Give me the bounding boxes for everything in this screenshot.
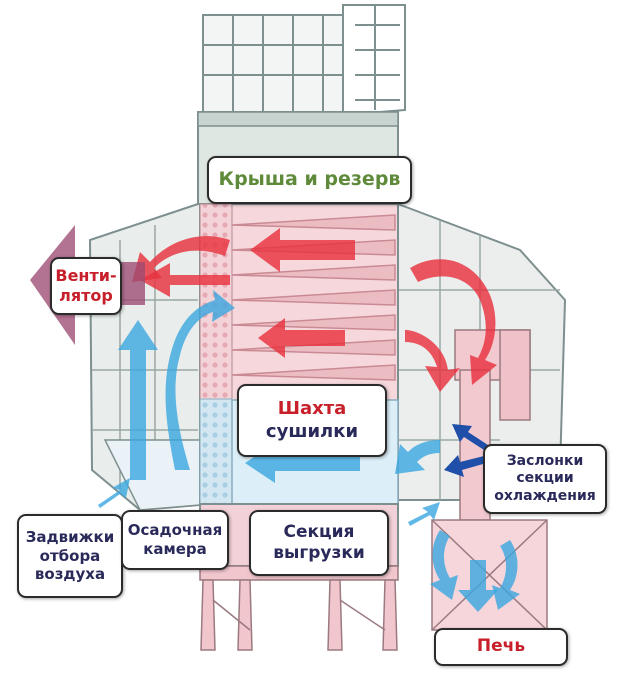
- roof-label-text: Крыша и резерв: [218, 168, 401, 191]
- support-legs: [199, 565, 399, 651]
- unloading-label-line2: выгрузки: [273, 543, 365, 563]
- shaft-label-line1: Шахта: [277, 398, 347, 419]
- dampers-label-line3: охлаждения: [494, 487, 596, 504]
- furnace-label: Печь: [434, 628, 568, 666]
- furnace-unit: [431, 329, 548, 631]
- gates-label: Задвижки отбора воздуха: [17, 514, 123, 598]
- dampers-label-line2: секции: [516, 470, 574, 487]
- settling-label-line2: камера: [143, 540, 207, 558]
- roof-label: Крыша и резерв: [207, 156, 412, 204]
- shaft-label: Шахта сушилки: [237, 384, 387, 457]
- hot-air-arrows: [132, 228, 497, 392]
- gates-label-line1: Задвижки: [25, 527, 115, 546]
- unloading-label: Секция выгрузки: [249, 510, 389, 576]
- gates-label-line3: воздуха: [34, 565, 106, 584]
- settling-chamber-label: Осадочная камера: [121, 510, 229, 570]
- gates-label-line2: отбора: [39, 546, 101, 565]
- shaft-label-line2: сушилки: [265, 420, 359, 442]
- fan-label-line1: Венти-: [55, 266, 117, 285]
- settling-label-line1: Осадочная: [127, 521, 223, 540]
- dampers-label-line1: Заслонки: [506, 452, 584, 469]
- damper-arrows: [444, 424, 490, 477]
- fan-label: Венти- лятор: [50, 257, 122, 315]
- fan-label-line2: лятор: [59, 286, 113, 305]
- roof-railing: [202, 4, 406, 116]
- furnace-label-text: Печь: [476, 636, 526, 657]
- dampers-label: Заслонки секции охлаждения: [483, 444, 607, 514]
- unloading-label-line1: Секция: [283, 521, 355, 542]
